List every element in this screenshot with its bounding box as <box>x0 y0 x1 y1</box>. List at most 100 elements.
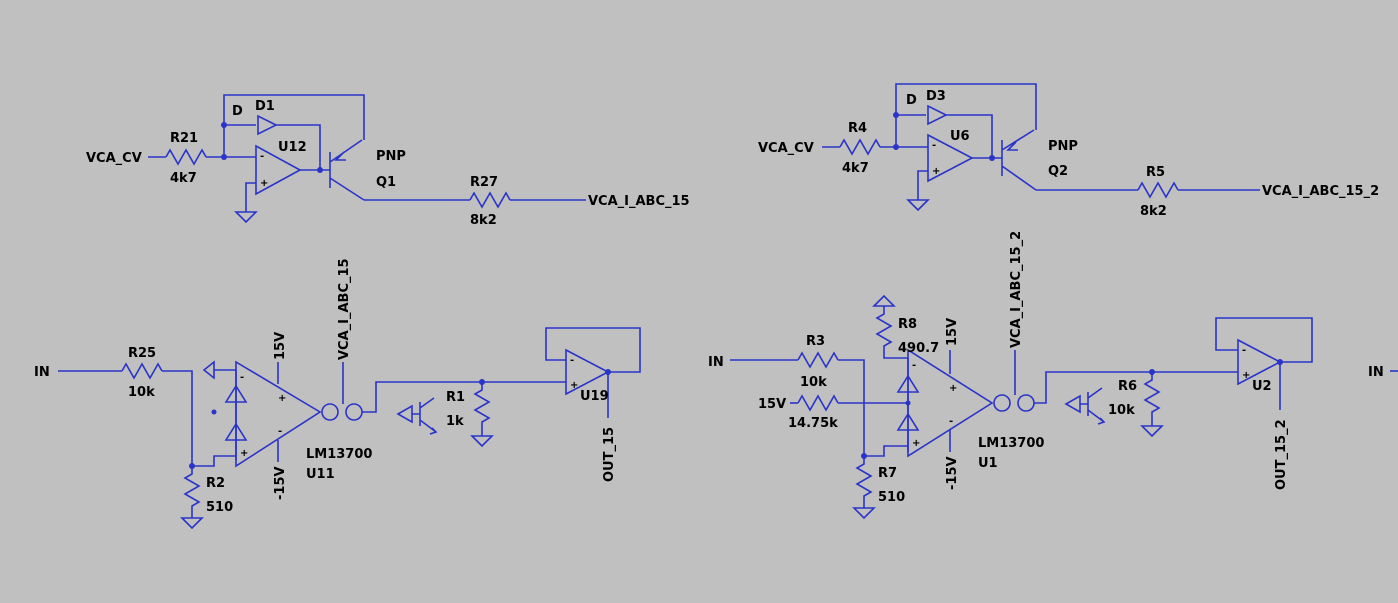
r5-ref: R5 <box>1146 165 1165 180</box>
q1-transistor[interactable] <box>329 139 365 201</box>
pin-minus: - <box>260 151 264 162</box>
r4-resistor[interactable] <box>839 138 881 156</box>
pin-plus: + <box>912 438 920 449</box>
ota-vneg-label: -15V <box>273 466 288 500</box>
net-label-vca-i-abc: VCA_I_ABC_15_2 <box>1262 184 1379 199</box>
pin-plus: + <box>570 380 578 391</box>
r25-ref: R25 <box>128 346 156 361</box>
ground-symbol <box>234 211 258 224</box>
wire[interactable] <box>895 83 1037 130</box>
wire[interactable] <box>917 170 928 200</box>
d3-diode[interactable] <box>927 104 948 126</box>
net-label-out: OUT_15 <box>602 427 617 482</box>
u1-ota[interactable] <box>907 348 994 458</box>
wire[interactable] <box>162 370 193 466</box>
d1-diode[interactable] <box>257 114 278 136</box>
q2-transistor[interactable] <box>1001 129 1037 191</box>
u6-ref: U6 <box>950 129 970 144</box>
d1-ref: D1 <box>255 99 275 114</box>
pin-plus: + <box>240 448 248 459</box>
wire[interactable] <box>838 359 865 456</box>
d1-model: D <box>232 104 243 119</box>
ota-output-circle[interactable] <box>345 403 363 421</box>
u19-opamp[interactable] <box>565 348 610 396</box>
ota-vpos-label: 15V <box>945 318 960 346</box>
r4-value: 4k7 <box>842 161 869 176</box>
r7-resistor[interactable] <box>855 456 873 508</box>
net-label-vca-i-abc: VCA_I_ABC_15 <box>588 194 690 209</box>
u19-ref: U19 <box>580 389 609 404</box>
wire[interactable] <box>1215 317 1313 363</box>
wire[interactable] <box>223 124 256 157</box>
r21-resistor[interactable] <box>165 148 207 166</box>
net-label-in: IN <box>708 355 724 370</box>
pin-minus: - <box>932 140 936 151</box>
junction <box>317 167 323 173</box>
supply-arrow <box>872 294 896 307</box>
u12-opamp[interactable] <box>255 144 302 196</box>
pin-minus: - <box>278 426 282 437</box>
r9-resistor[interactable] <box>797 394 839 412</box>
r3-resistor[interactable] <box>797 351 839 369</box>
buffer-transistor[interactable] <box>1064 387 1106 425</box>
u11-ota[interactable] <box>235 360 322 468</box>
r25-resistor[interactable] <box>121 362 163 380</box>
ota-output-circle[interactable] <box>321 403 339 421</box>
r2-resistor[interactable] <box>183 466 201 518</box>
ota-model: LM13700 <box>978 436 1044 451</box>
wire[interactable] <box>895 114 926 147</box>
r21-ref: R21 <box>170 131 198 146</box>
right-circuit: - + - + + - <box>708 83 1379 520</box>
r25-value: 10k <box>128 385 155 400</box>
r5-resistor[interactable] <box>1137 181 1179 199</box>
ground-symbol <box>852 507 876 520</box>
junction <box>211 409 217 415</box>
r2-value: 510 <box>206 500 233 515</box>
pin-plus: + <box>932 166 940 177</box>
buffer-transistor[interactable] <box>396 397 438 435</box>
wire[interactable] <box>1034 371 1238 404</box>
u6-opamp[interactable] <box>927 133 974 183</box>
r21-value: 4k7 <box>170 171 197 186</box>
r7-ref: R7 <box>878 466 897 481</box>
wire[interactable] <box>223 94 365 140</box>
r6-resistor[interactable] <box>1143 372 1161 426</box>
r3-ref: R3 <box>806 334 825 349</box>
r2-ref: R2 <box>206 476 225 491</box>
wire[interactable] <box>946 114 993 158</box>
r8-value: 490.7 <box>898 341 939 356</box>
junction <box>989 155 995 161</box>
q2-model: PNP <box>1048 139 1078 154</box>
net-label-vca-cv: VCA_CV <box>86 151 142 166</box>
q1-model: PNP <box>376 149 406 164</box>
wire[interactable] <box>192 455 236 467</box>
r1-resistor[interactable] <box>473 382 491 436</box>
wire[interactable] <box>545 327 641 373</box>
r27-resistor[interactable] <box>469 191 511 209</box>
ota-vneg-label: -15V <box>945 456 960 490</box>
wire[interactable] <box>276 124 321 170</box>
ota-ref: U11 <box>306 467 335 482</box>
wire[interactable] <box>864 445 908 457</box>
u12-ref: U12 <box>278 140 307 155</box>
ota-model: LM13700 <box>306 447 372 462</box>
r6-ref: R6 <box>1118 379 1137 394</box>
ota-output-circle[interactable] <box>1017 394 1035 412</box>
ota-output-circle[interactable] <box>993 394 1011 412</box>
wire[interactable] <box>362 381 566 413</box>
d3-model: D <box>906 93 917 108</box>
ground-symbol <box>906 199 930 212</box>
u2-opamp[interactable] <box>1237 338 1282 386</box>
pin-minus: - <box>240 372 244 383</box>
u2-ref: U2 <box>1252 379 1272 394</box>
net-label-out: OUT_15_2 <box>1274 419 1289 490</box>
net-label-vca-i-abc-vertical: VCA_I_ABC_15 <box>337 258 352 360</box>
r8-resistor[interactable] <box>875 306 908 359</box>
wire[interactable] <box>245 182 256 212</box>
r5-value: 8k2 <box>1140 204 1167 219</box>
ground-symbol <box>180 517 204 530</box>
q2-ref: Q2 <box>1048 164 1068 179</box>
ground-symbol <box>1140 425 1164 438</box>
pin-minus: - <box>570 355 574 366</box>
